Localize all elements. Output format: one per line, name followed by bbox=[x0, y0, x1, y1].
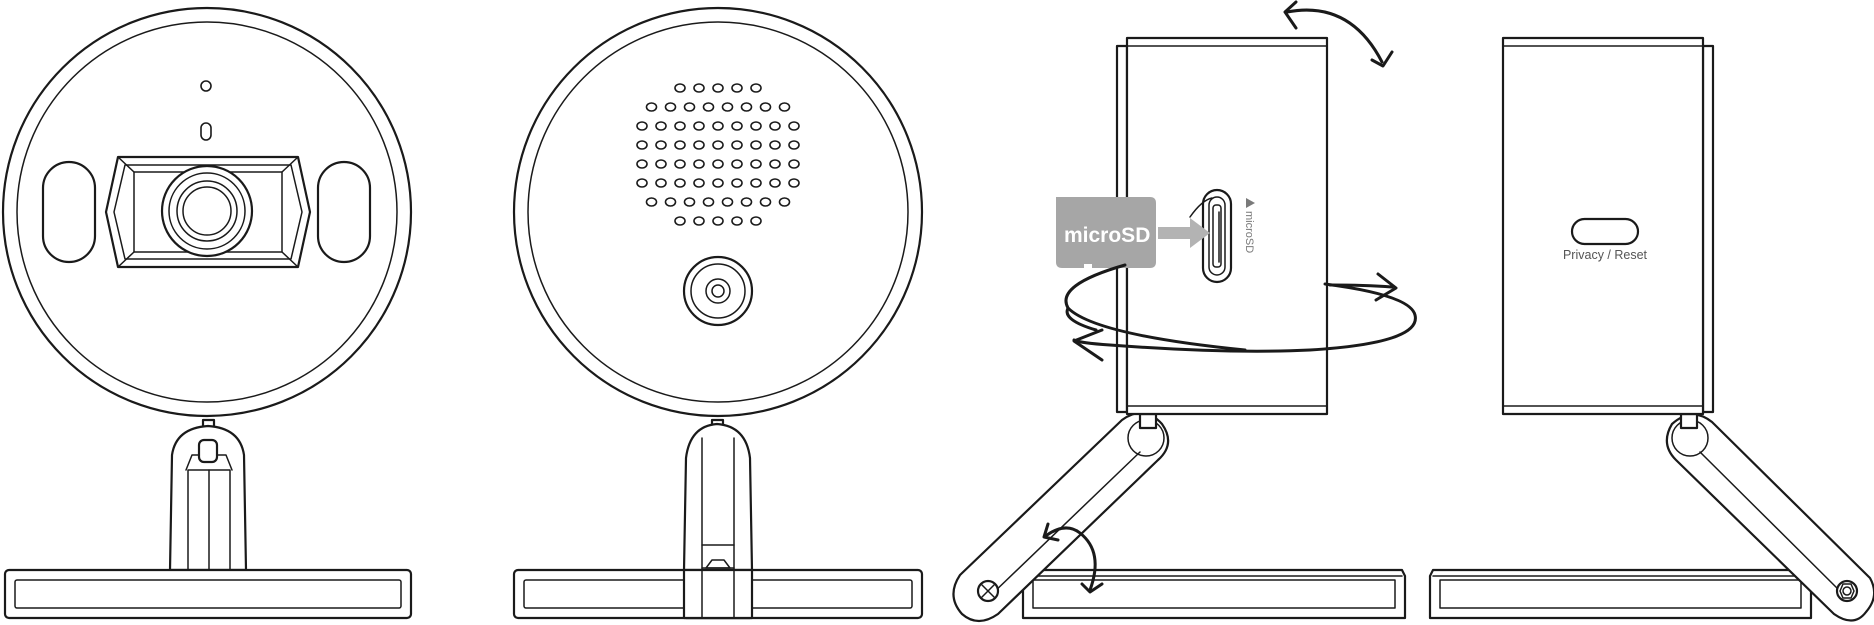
privacy-reset-button[interactable] bbox=[1570, 217, 1640, 246]
speaker-hole bbox=[683, 197, 696, 207]
speaker-hole bbox=[674, 216, 686, 226]
slot-label-text: microSD bbox=[1243, 211, 1255, 253]
speaker-hole bbox=[693, 178, 705, 188]
speaker-hole bbox=[702, 197, 715, 207]
speaker-hole bbox=[674, 140, 686, 150]
speaker-hole bbox=[693, 216, 705, 226]
speaker-hole bbox=[731, 140, 743, 150]
speaker-hole bbox=[788, 159, 800, 169]
speaker-hole bbox=[769, 178, 781, 188]
front-base bbox=[3, 568, 413, 620]
speaker-hole bbox=[731, 83, 743, 93]
speaker-hole bbox=[731, 159, 743, 169]
front-view bbox=[1, 6, 413, 620]
speaker-hole bbox=[693, 83, 705, 93]
speaker-hole bbox=[788, 121, 800, 131]
back-head bbox=[512, 6, 924, 418]
speaker-hole bbox=[664, 102, 677, 112]
speaker-hole bbox=[645, 197, 658, 207]
speaker-hole bbox=[721, 197, 734, 207]
speaker-hole bbox=[712, 140, 724, 150]
speaker-hole bbox=[664, 197, 677, 207]
speaker-hole bbox=[769, 140, 781, 150]
speaker-hole bbox=[712, 178, 724, 188]
tilt-arrow-top-icon bbox=[1283, 0, 1394, 68]
screw-icon bbox=[976, 579, 1000, 603]
speaker-hole bbox=[712, 159, 724, 169]
rotation-arrow-icon bbox=[1064, 263, 1417, 362]
speaker-hole bbox=[636, 159, 648, 169]
speaker-hole bbox=[721, 102, 734, 112]
lens-icon bbox=[160, 164, 254, 258]
speaker-hole bbox=[636, 121, 648, 131]
back-base bbox=[512, 568, 924, 620]
microsd-slot-label: microSD bbox=[1243, 198, 1255, 253]
speaker-hole bbox=[655, 178, 667, 188]
speaker-hole bbox=[740, 197, 753, 207]
speaker-hole bbox=[693, 159, 705, 169]
speaker-hole bbox=[778, 102, 791, 112]
side-base-left bbox=[1021, 568, 1407, 620]
side-neck-left bbox=[1138, 412, 1158, 430]
speaker-hole bbox=[712, 216, 724, 226]
screw-icon bbox=[1835, 579, 1859, 603]
speaker-hole bbox=[636, 178, 648, 188]
speaker-hole bbox=[655, 140, 667, 150]
speaker-hole bbox=[769, 159, 781, 169]
speaker-hole bbox=[778, 197, 791, 207]
microsd-slot bbox=[1201, 188, 1233, 284]
front-stand-neck bbox=[168, 418, 248, 572]
speaker-hole bbox=[731, 216, 743, 226]
speaker-hole bbox=[750, 159, 762, 169]
side-body-right bbox=[1501, 36, 1715, 416]
speaker-hole bbox=[769, 121, 781, 131]
speaker-hole bbox=[712, 83, 724, 93]
microsd-card-icon: microSD bbox=[1056, 197, 1156, 268]
right-ir-window bbox=[316, 160, 372, 264]
speaker-hole bbox=[655, 121, 667, 131]
speaker-hole bbox=[655, 159, 667, 169]
side-base-right bbox=[1428, 568, 1813, 620]
side-view-reset: Privacy / Reset bbox=[1428, 36, 1874, 622]
speaker-grille bbox=[636, 83, 800, 226]
speaker-hole bbox=[750, 121, 762, 131]
speaker-hole bbox=[750, 140, 762, 150]
speaker-hole bbox=[674, 83, 686, 93]
speaker-hole bbox=[712, 121, 724, 131]
speaker-hole bbox=[759, 102, 772, 112]
back-view bbox=[512, 6, 924, 620]
side-neck-right bbox=[1679, 412, 1699, 430]
speaker-hole bbox=[731, 178, 743, 188]
front-head bbox=[1, 6, 413, 418]
mount-socket-icon bbox=[682, 255, 754, 327]
speaker-hole bbox=[693, 121, 705, 131]
speaker-hole bbox=[645, 102, 658, 112]
speaker-hole bbox=[674, 121, 686, 131]
speaker-hole bbox=[674, 159, 686, 169]
speaker-hole bbox=[674, 178, 686, 188]
speaker-hole bbox=[683, 102, 696, 112]
speaker-hole bbox=[693, 140, 705, 150]
side-view-microsd: microSD microSD bbox=[952, 0, 1417, 623]
speaker-hole bbox=[750, 83, 762, 93]
speaker-hole bbox=[750, 216, 762, 226]
microsd-card-label: microSD bbox=[1064, 224, 1150, 247]
speaker-hole bbox=[759, 197, 772, 207]
pivot-arrow-icon bbox=[1042, 522, 1104, 594]
speaker-hole bbox=[788, 178, 800, 188]
speaker-hole bbox=[636, 140, 648, 150]
speaker-hole bbox=[750, 178, 762, 188]
speaker-hole bbox=[731, 121, 743, 131]
privacy-reset-label: Privacy / Reset bbox=[1563, 248, 1648, 262]
speaker-hole bbox=[740, 102, 753, 112]
insert-arrow-icon bbox=[1158, 197, 1213, 248]
speaker-hole bbox=[788, 140, 800, 150]
speaker-hole bbox=[702, 102, 715, 112]
warning-icon bbox=[1246, 198, 1255, 208]
side-arm-right bbox=[1665, 413, 1874, 622]
left-ir-window bbox=[41, 160, 97, 264]
